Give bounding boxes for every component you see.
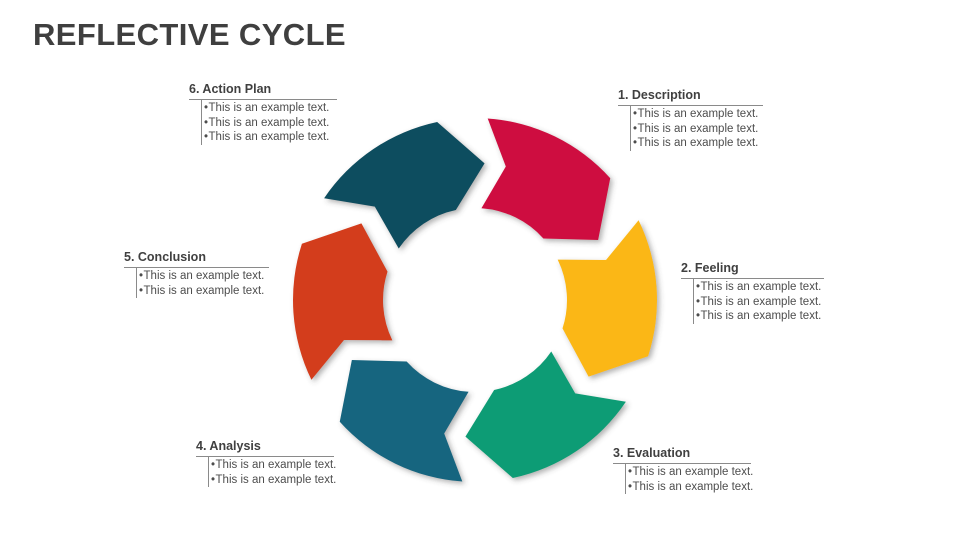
callout-rule bbox=[196, 456, 334, 457]
callout-body: This is an example text. This is an exam… bbox=[208, 457, 337, 488]
callout-analysis[interactable]: 4. Analysis This is an example text. Thi… bbox=[196, 439, 337, 488]
callout-bullet: This is an example text. bbox=[139, 284, 269, 299]
callout-evaluation[interactable]: 3. Evaluation This is an example text. T… bbox=[613, 446, 754, 495]
callout-bullet: This is an example text. bbox=[211, 458, 337, 473]
callout-bullet: This is an example text. bbox=[204, 101, 337, 116]
cycle-diagram-svg bbox=[293, 118, 657, 482]
callout-action-plan[interactable]: 6. Action Plan This is an example text. … bbox=[189, 82, 337, 145]
callout-description[interactable]: 1. Description This is an example text. … bbox=[618, 88, 763, 151]
cycle-segment-2[interactable] bbox=[557, 220, 657, 377]
callout-bullet: This is an example text. bbox=[633, 122, 763, 137]
callout-conclusion[interactable]: 5. Conclusion This is an example text. T… bbox=[124, 250, 269, 299]
callout-heading: 1. Description bbox=[618, 88, 701, 102]
callout-body: This is an example text. This is an exam… bbox=[201, 100, 337, 145]
cycle-segment-group bbox=[293, 118, 657, 482]
callout-bullet: This is an example text. bbox=[204, 130, 337, 145]
cycle-segment-3[interactable] bbox=[465, 351, 626, 479]
callout-heading: 2. Feeling bbox=[681, 261, 739, 275]
callout-bullet: This is an example text. bbox=[696, 309, 824, 324]
callout-body: This is an example text. This is an exam… bbox=[136, 268, 269, 299]
cycle-diagram bbox=[275, 85, 675, 515]
callout-bullet: This is an example text. bbox=[696, 280, 824, 295]
page-title: REFLECTIVE CYCLE bbox=[33, 17, 346, 52]
callout-bullet: This is an example text. bbox=[139, 269, 269, 284]
cycle-segment-1[interactable] bbox=[481, 118, 611, 240]
callout-bullet: This is an example text. bbox=[628, 480, 754, 495]
callout-feeling[interactable]: 2. Feeling This is an example text. This… bbox=[681, 261, 824, 324]
callout-heading: 4. Analysis bbox=[196, 439, 261, 453]
callout-heading: 5. Conclusion bbox=[124, 250, 206, 264]
callout-body: This is an example text. This is an exam… bbox=[625, 464, 754, 495]
callout-body: This is an example text. This is an exam… bbox=[630, 106, 763, 151]
cycle-segment-5[interactable] bbox=[293, 223, 393, 380]
callout-bullet: This is an example text. bbox=[211, 473, 337, 488]
callout-bullet: This is an example text. bbox=[633, 107, 763, 122]
callout-bullet: This is an example text. bbox=[633, 136, 763, 151]
callout-rule bbox=[681, 278, 824, 279]
cycle-segment-6[interactable] bbox=[324, 121, 485, 249]
cycle-segment-4[interactable] bbox=[339, 360, 469, 482]
callout-bullet: This is an example text. bbox=[696, 295, 824, 310]
callout-body: This is an example text. This is an exam… bbox=[693, 279, 824, 324]
callout-heading: 3. Evaluation bbox=[613, 446, 691, 460]
callout-rule bbox=[189, 99, 337, 100]
callout-rule bbox=[124, 267, 269, 268]
callout-heading: 6. Action Plan bbox=[189, 82, 272, 96]
callout-bullet: This is an example text. bbox=[628, 465, 754, 480]
callout-bullet: This is an example text. bbox=[204, 116, 337, 131]
callout-rule bbox=[613, 463, 751, 464]
callout-rule bbox=[618, 105, 763, 106]
